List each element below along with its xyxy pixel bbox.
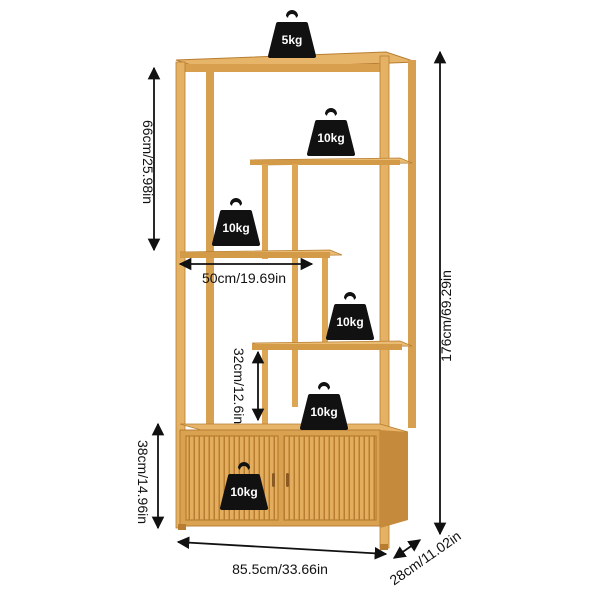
top-frame-front-rail (176, 64, 386, 72)
door-handle-right (286, 473, 289, 487)
weight-label-mid-right: 10kg (336, 315, 363, 329)
weight-icon-mid-right: 10kg (326, 292, 374, 340)
inner-post-b (292, 164, 298, 407)
upper-right-shelf-edge (250, 160, 400, 165)
inner-post-d (262, 350, 268, 425)
back-right-post (408, 60, 416, 428)
kettlebell-weight-icon (318, 382, 330, 390)
weight-icon-lower: 10kg (300, 382, 348, 430)
bamboo-shelf-unit (175, 51, 417, 550)
kettlebell-weight-icon (230, 198, 242, 206)
weight-label-top: 5kg (282, 33, 303, 47)
weight-label-lower: 10kg (310, 405, 337, 419)
total-width-label: 85.5cm/33.66in (232, 561, 328, 577)
inner-post-a (262, 164, 268, 259)
back-left-post (206, 68, 214, 424)
cabinet-side (380, 430, 408, 528)
depth-label: 28cm/11.02in (387, 528, 464, 589)
foot-right (380, 544, 388, 550)
depth-arrow (392, 539, 422, 559)
foot-left (178, 524, 186, 530)
total-width-arrow (176, 536, 388, 560)
weight-icon-upper-right: 10kg (307, 108, 355, 156)
upper-height-label: 66cm/25.98in (140, 120, 156, 204)
shelf-width-label: 50cm/19.69in (202, 270, 286, 286)
door-handle-left (272, 473, 275, 487)
total-height-label: 176cm/69.29in (438, 270, 454, 362)
weight-icon-cabinet: 10kg (220, 462, 268, 510)
cabinet-height-label: 38cm/14.96in (135, 440, 151, 524)
kettlebell-weight-icon (238, 462, 250, 470)
weight-label-cabinet: 10kg (230, 485, 257, 499)
weight-icon-mid-left: 10kg (212, 198, 260, 246)
shelf-gap-label: 32cm/12.6in (231, 348, 247, 424)
inner-post-c (322, 256, 328, 346)
kettlebell-weight-icon (286, 10, 298, 18)
weight-label-upper-right: 10kg (317, 131, 344, 145)
mid-left-shelf-edge (180, 252, 330, 258)
weight-label-mid-left: 10kg (222, 221, 249, 235)
kettlebell-weight-icon (344, 292, 356, 300)
mid-right-shelf-edge (252, 344, 402, 350)
cabinet-door-right (283, 435, 377, 521)
weight-icon-top: 5kg (268, 10, 316, 58)
kettlebell-weight-icon (325, 108, 337, 116)
